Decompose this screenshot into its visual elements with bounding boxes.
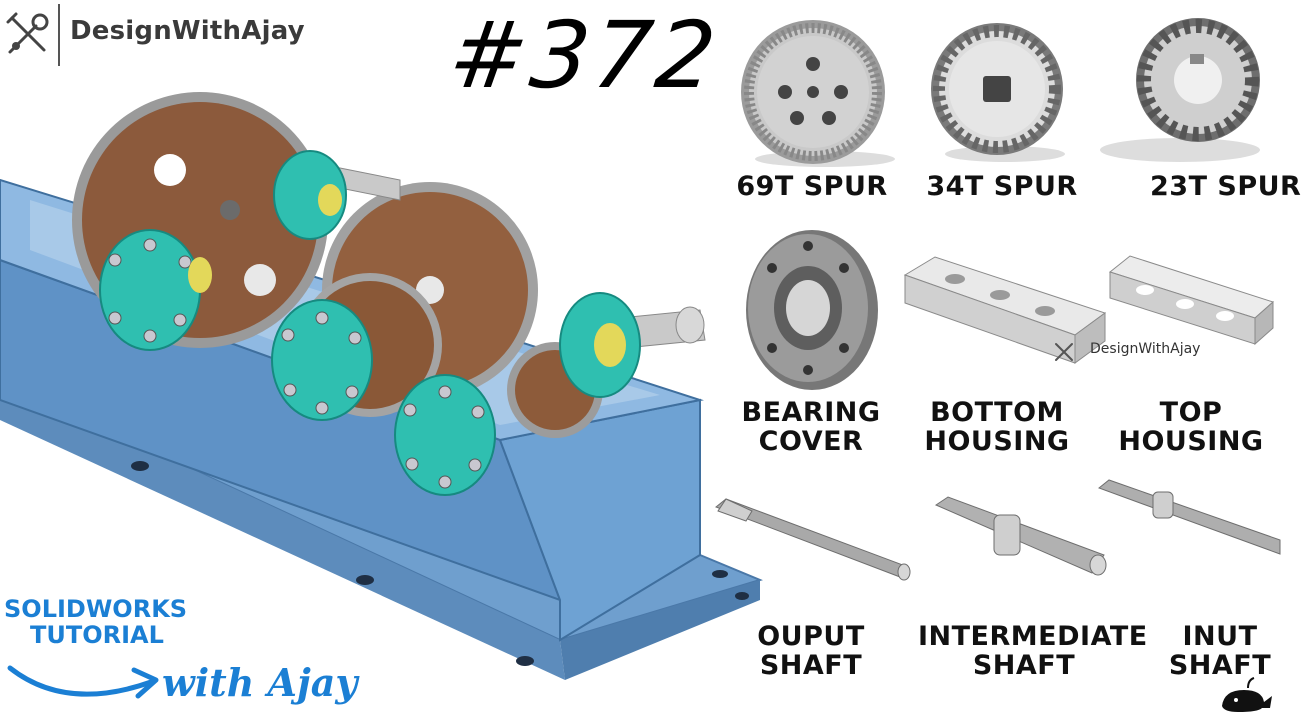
intermediate-shaft-image	[934, 496, 1107, 576]
label-top-housing: TOP HOUSING	[1118, 397, 1264, 457]
label-output-shaft: OUPUT SHAFT	[757, 621, 865, 681]
gear-34t-image	[931, 23, 1065, 162]
brand-header: DesignWithAjay	[0, 0, 330, 70]
label-34t-spur: 34T SPUR	[926, 171, 1078, 202]
label-intermediate-shaft: INTERMEDIATE SHAFT	[918, 621, 1148, 681]
gear-69t-image	[741, 20, 895, 167]
whale-icon	[1222, 677, 1272, 712]
top-housing-image	[1108, 255, 1274, 346]
housing-base-edge	[0, 380, 565, 680]
cover-bolts	[108, 238, 485, 489]
label-bottom-housing: BOTTOM HOUSING	[924, 397, 1070, 457]
gearbox-assembly-image	[0, 92, 763, 680]
label-69t-spur: 69T SPUR	[736, 171, 888, 202]
signature-with-ajay: with Ajay	[162, 660, 358, 705]
bearing-cover-image	[746, 230, 878, 390]
brand-divider	[58, 4, 60, 66]
tutorial-line-2: TUTORIAL	[30, 621, 164, 649]
label-input-shaft: INUT SHAFT	[1168, 621, 1272, 681]
arrow-curve-icon	[7, 665, 159, 699]
tutorial-line-1: SOLIDWORKS	[4, 595, 188, 623]
input-shaft-image	[1097, 479, 1281, 555]
mounting-holes	[131, 461, 749, 666]
label-bearing-cover: BEARING COVER	[741, 397, 881, 457]
brand-name: DesignWithAjay	[70, 16, 305, 46]
gear-23t-image	[1100, 18, 1260, 162]
bottom-housing-image	[903, 256, 1107, 364]
tools-icon	[1055, 343, 1073, 361]
watermark-text: DesignWithAjay	[1090, 341, 1201, 357]
tools-icon	[6, 12, 49, 54]
watermark: DesignWithAjay	[1050, 336, 1250, 366]
output-shaft-image	[715, 498, 911, 581]
bearings	[188, 184, 626, 367]
label-23t-spur: 23T SPUR	[1150, 171, 1301, 202]
